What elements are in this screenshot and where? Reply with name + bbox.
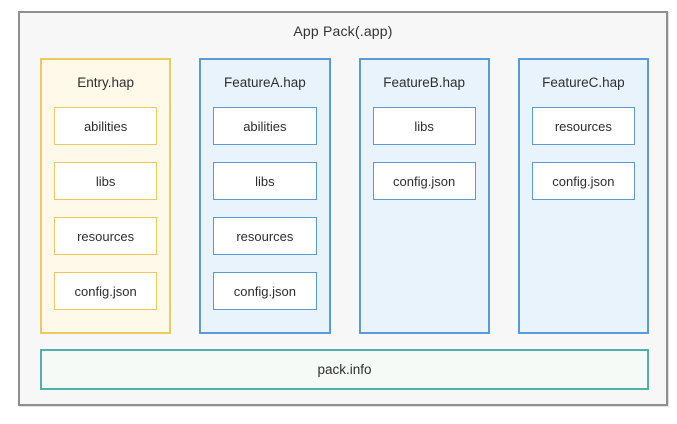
pack-info-label: pack.info xyxy=(317,362,372,377)
module-item-list: abilities libs resources config.json xyxy=(42,107,169,310)
module-item-config-json: config.json xyxy=(372,162,476,200)
app-pack-container: App Pack(.app) Entry.hap abilities libs res… xyxy=(18,11,668,406)
module-item-resources: resources xyxy=(54,217,158,255)
app-pack-title: App Pack(.app) xyxy=(293,23,393,39)
module-title: FeatureA.hap xyxy=(223,75,306,90)
module-item-libs: libs xyxy=(54,162,158,200)
module-title: FeatureB.hap xyxy=(383,75,466,90)
module-item-abilities: abilities xyxy=(54,107,158,145)
module-item-config-json: config.json xyxy=(531,162,635,200)
module-column-featurec-hap: FeatureC.hap resources config.json xyxy=(517,58,649,334)
module-item-resources: resources xyxy=(531,107,635,145)
module-item-resources: resources xyxy=(213,217,317,255)
module-item-list: abilities libs resources config.json xyxy=(201,107,328,310)
module-item-list: libs config.json xyxy=(361,107,488,200)
module-item-list: resources config.json xyxy=(520,107,647,200)
pack-info-box: pack.info xyxy=(40,349,649,390)
module-item-abilities: abilities xyxy=(213,107,317,145)
module-column-entry-hap: Entry.hap abilities libs resources config.js… xyxy=(40,58,172,334)
module-column-featureb-hap: FeatureB.hap libs config.json xyxy=(358,58,490,334)
module-column-featurea-hap: FeatureA.hap abilities libs resources config… xyxy=(199,58,331,334)
module-item-config-json: config.json xyxy=(54,272,158,310)
module-item-libs: libs xyxy=(213,162,317,200)
module-title: Entry.hap xyxy=(77,75,135,90)
module-item-libs: libs xyxy=(372,107,476,145)
module-title: FeatureC.hap xyxy=(542,75,625,90)
module-item-config-json: config.json xyxy=(213,272,317,310)
module-columns: Entry.hap abilities libs resources config.js… xyxy=(40,58,649,334)
